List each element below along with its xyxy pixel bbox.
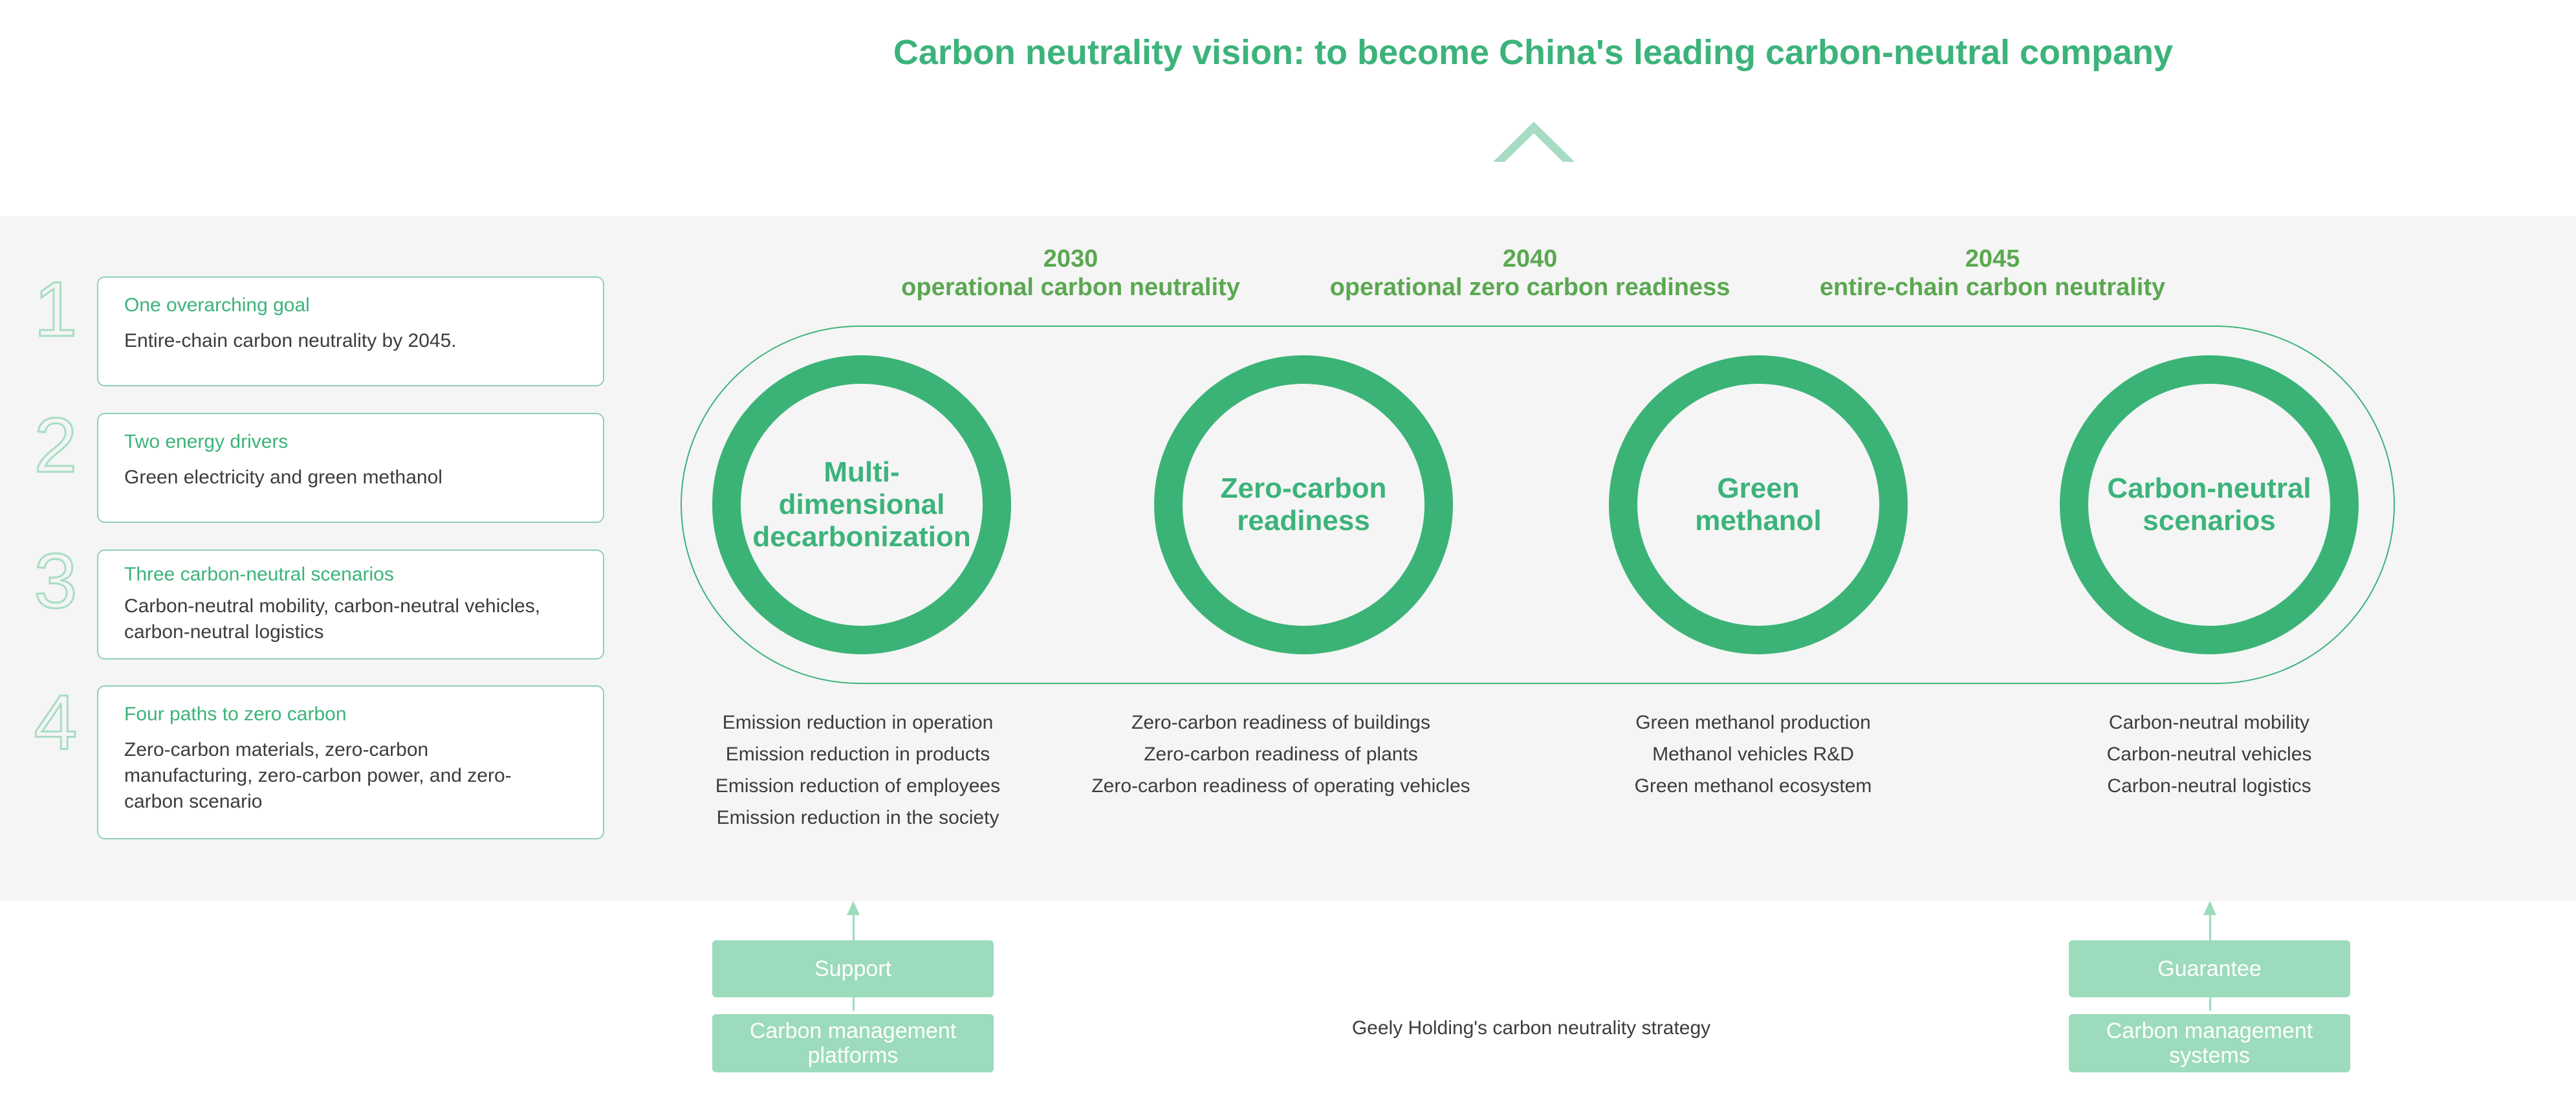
circle-decarbonization: Multi-dimensional decarbonization	[712, 355, 1011, 654]
milestone-year: 2030	[1043, 245, 1098, 272]
milestone-year: 2045	[1965, 245, 2020, 272]
card-text: Green electricity and green methanol	[124, 467, 442, 488]
vision-title: Carbon neutrality vision: to become Chin…	[893, 33, 2174, 72]
card-title: Three carbon-neutral scenarios	[124, 564, 394, 585]
support-box: Support	[712, 940, 994, 997]
list-item: Carbon-neutral mobility	[2108, 712, 2310, 733]
green-methanol-list: Green methanol production Methanol vehic…	[1559, 707, 1947, 802]
scenarios-card: Three carbon-neutral scenarios Carbon-ne…	[97, 549, 604, 659]
card-title: Four paths to zero carbon	[124, 703, 347, 725]
milestone-label: operational zero carbon readiness	[1329, 274, 1730, 301]
timeline-outline	[681, 326, 2395, 684]
milestone-2045: 2045 entire-chain carbon neutrality	[1773, 245, 2212, 302]
list-item: Emission reduction in products	[725, 744, 990, 765]
milestone-2030: 2030 operational carbon neutrality	[860, 245, 1281, 302]
list-item: Green methanol production	[1635, 712, 1871, 733]
list-item: Emission reduction in the society	[716, 807, 999, 828]
energy-card: Two energy drivers Green electricity and…	[97, 413, 604, 523]
list-item: Emission reduction of employees	[715, 775, 1001, 797]
card-title: Two energy drivers	[124, 431, 289, 452]
list-item: Zero-carbon readiness of buildings	[1131, 712, 1430, 733]
circle-zero-carbon: Zero-carbon readiness	[1154, 355, 1453, 654]
card-text: Entire-chain carbon neutrality by 2045.	[124, 330, 457, 351]
list-item: Green methanol ecosystem	[1634, 775, 1872, 797]
card-text: Carbon-neutral mobility, carbon-neutral …	[124, 595, 541, 643]
milestone-year: 2040	[1502, 245, 1558, 272]
list-item: Zero-carbon readiness of operating vehic…	[1091, 775, 1470, 797]
item-number: 3	[33, 538, 78, 625]
systems-box: Carbon management systems	[2069, 1014, 2350, 1072]
circle-carbon-neutral: Carbon-neutral scenarios	[2060, 355, 2359, 654]
carbon-neutral-list: Carbon-neutral mobility Carbon-neutral v…	[2015, 707, 2403, 802]
circle-green-methanol: Green methanol	[1609, 355, 1908, 654]
circle-label: Green methanol	[1695, 472, 1822, 536]
circle-label: Multi-dimensional decarbonization	[752, 456, 971, 553]
guarantee-box: Guarantee	[2069, 940, 2350, 997]
paths-card: Four paths to zero carbon Zero-carbon ma…	[97, 685, 604, 839]
item-number: 4	[33, 679, 78, 766]
circle-label: Carbon-neutral scenarios	[2107, 472, 2311, 536]
decarbonization-list: Emission reduction in operation Emission…	[664, 707, 1052, 834]
list-item: Carbon-neutral vehicles	[2106, 744, 2312, 765]
platforms-box: Carbon management platforms	[712, 1014, 994, 1072]
milestone-label: operational carbon neutrality	[901, 274, 1240, 301]
card-title: One overarching goal	[124, 294, 310, 316]
item-number: 2	[33, 402, 78, 489]
strategy-caption: Geely Holding's carbon neutrality strate…	[1351, 1017, 1711, 1039]
goal-card: One overarching goal Entire-chain carbon…	[97, 276, 604, 386]
milestone-label: entire-chain carbon neutrality	[1819, 274, 2166, 301]
card-text: Zero-carbon materials, zero-carbon manuf…	[124, 739, 512, 812]
circle-label: Zero-carbon readiness	[1220, 472, 1387, 536]
list-item: Carbon-neutral logistics	[2107, 775, 2311, 797]
milestone-2040: 2040 operational zero carbon readiness	[1294, 245, 1766, 302]
item-number: 1	[33, 266, 78, 353]
list-item: Emission reduction in operation	[722, 712, 994, 733]
chevron-up-icon	[1493, 122, 1575, 162]
list-item: Zero-carbon readiness of plants	[1144, 744, 1418, 765]
list-item: Methanol vehicles R&D	[1652, 744, 1854, 765]
zero-carbon-list: Zero-carbon readiness of buildings Zero-…	[1054, 707, 1507, 802]
